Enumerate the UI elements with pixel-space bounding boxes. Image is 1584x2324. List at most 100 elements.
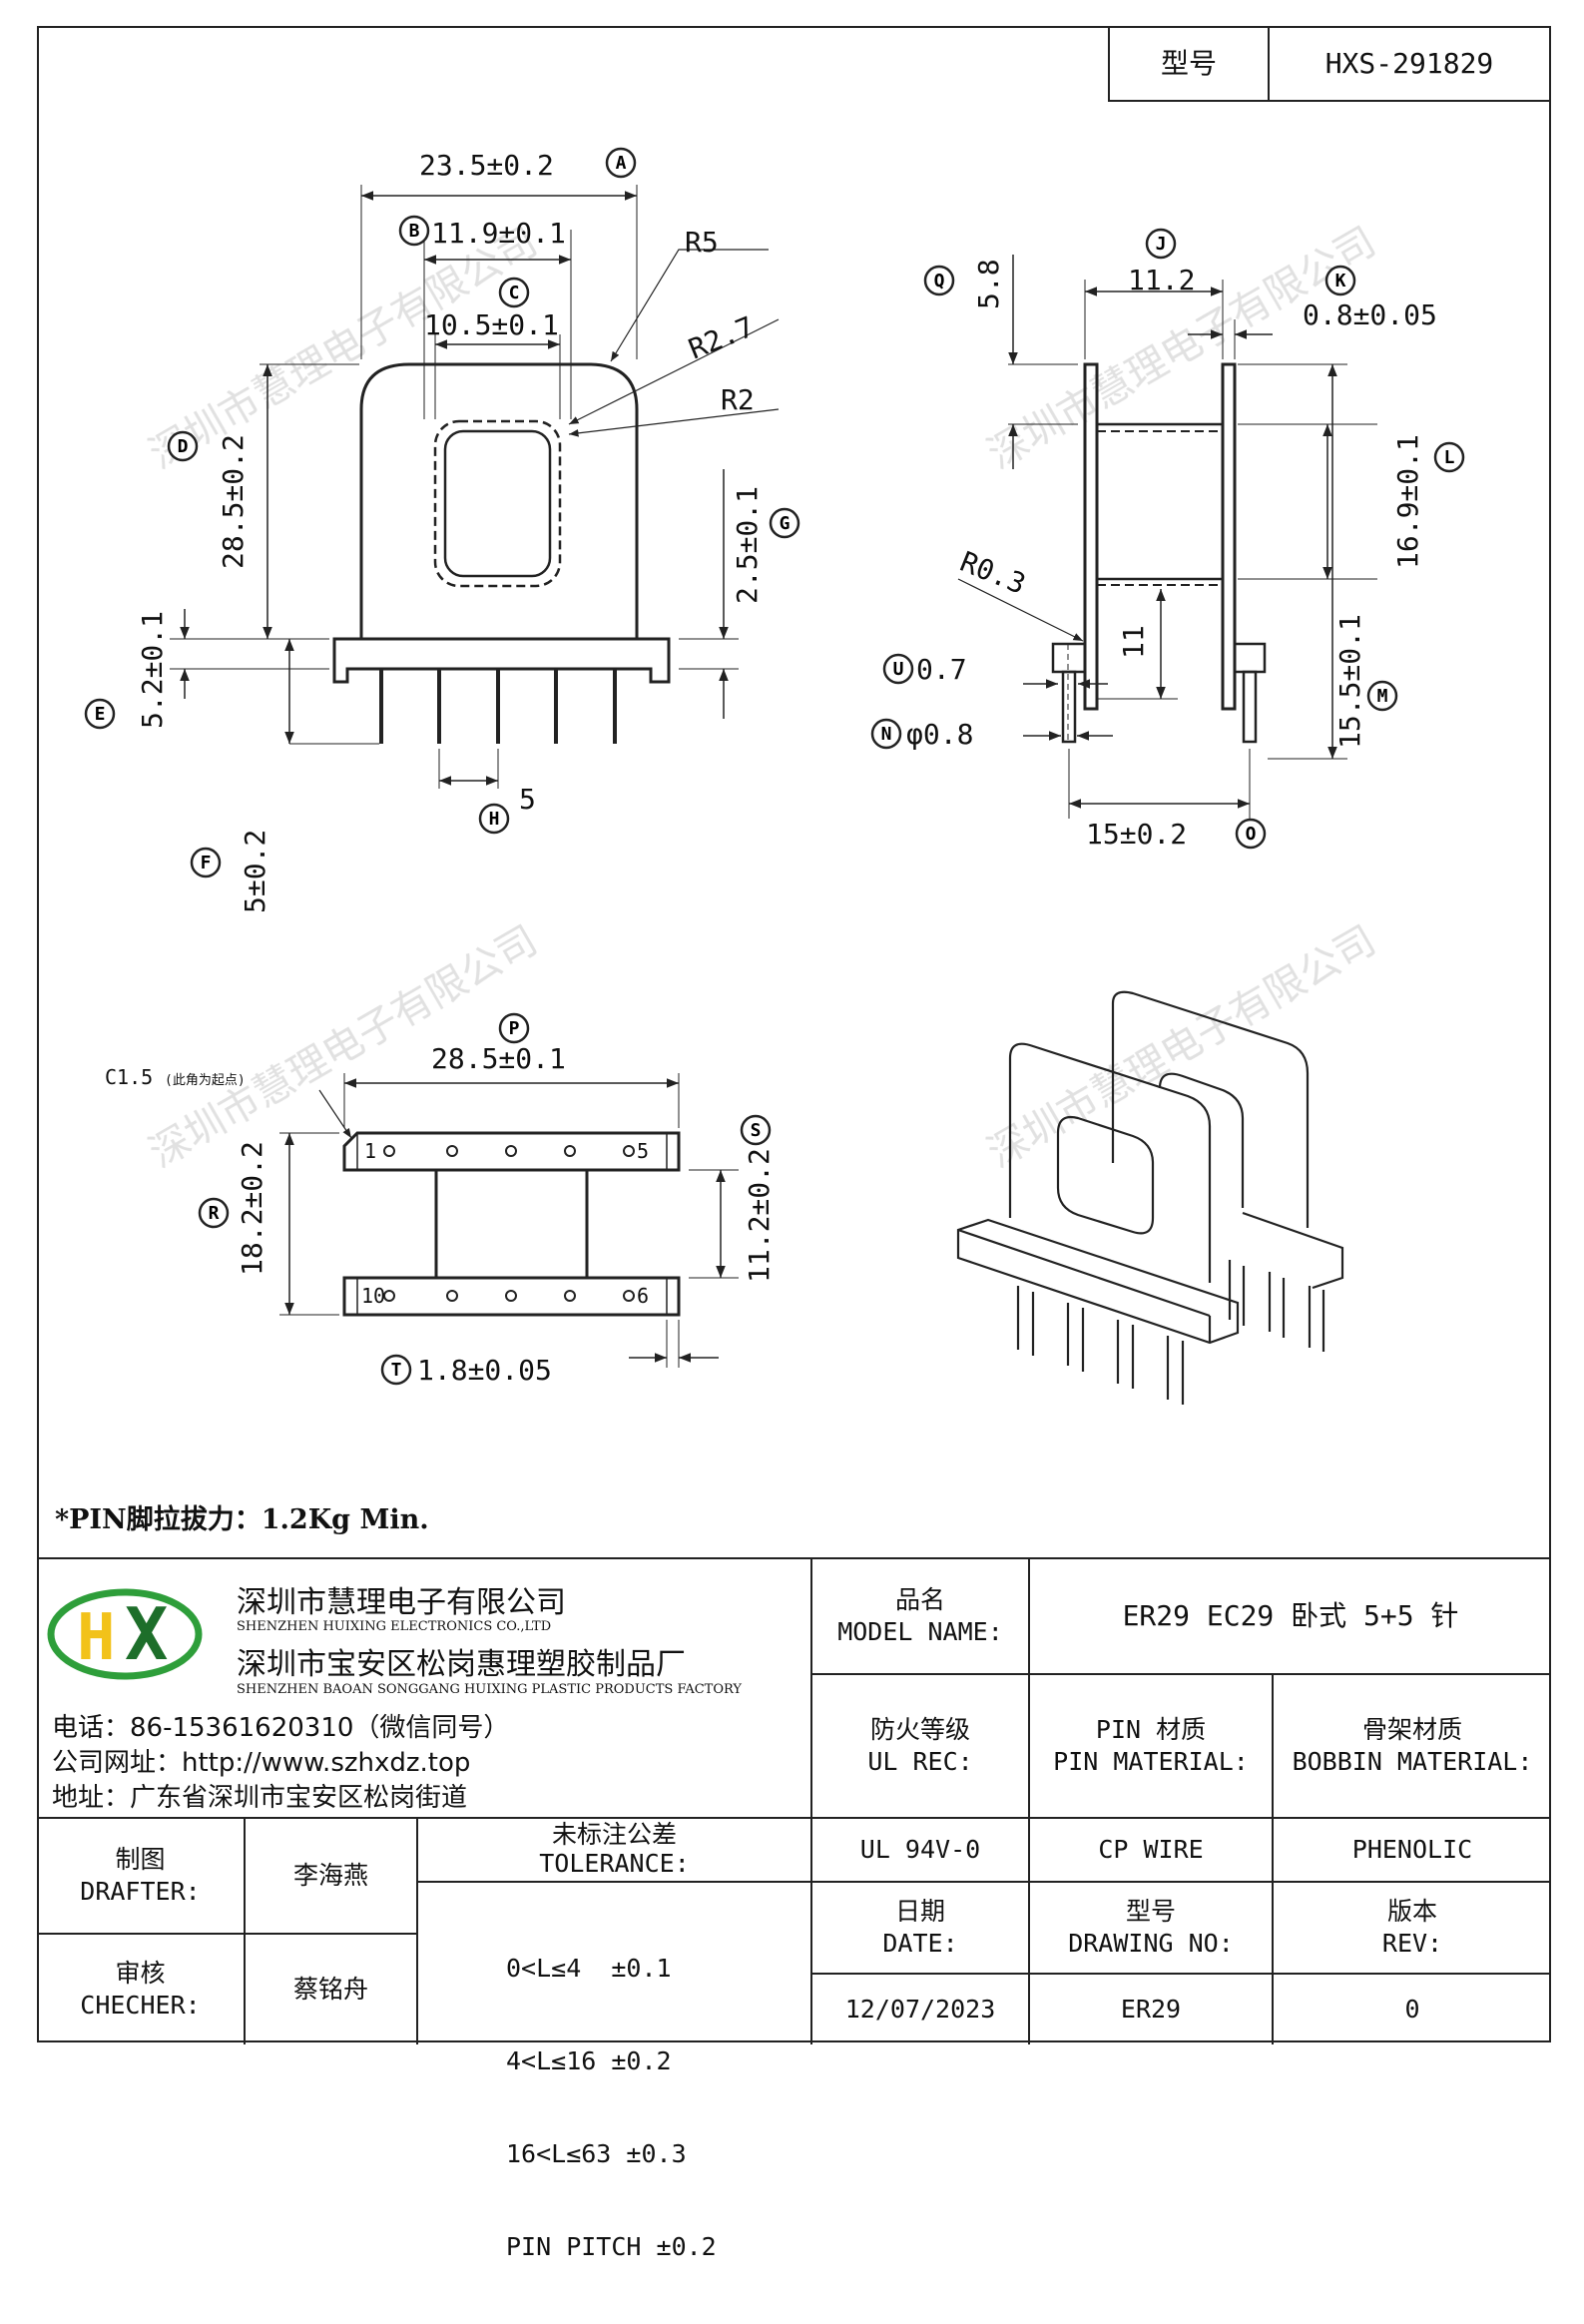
company-name-en: SHENZHEN HUIXING ELECTRONICS CO.,LTD	[237, 1619, 552, 1634]
pin-5-label: 5	[637, 1139, 649, 1163]
dim-j: 11.2	[1128, 264, 1195, 296]
dim-a: 23.5±0.2	[419, 149, 554, 182]
dim-p: 28.5±0.1	[431, 1042, 566, 1075]
pin-material-label-en: PIN MATERIAL:	[1053, 1747, 1249, 1776]
drafter-label: 制图 DRAFTER:	[37, 1819, 244, 1933]
tag-u: U	[893, 659, 904, 680]
tag-k: K	[1335, 271, 1346, 291]
bobbin-material-label: 骨架材质 BOBBIN MATERIAL:	[1274, 1675, 1551, 1817]
ul-value: UL 94V-0	[859, 1834, 981, 1864]
dim-e: 5.2±0.1	[136, 611, 169, 729]
watermark-2: 深圳市慧理电子有限公司	[980, 219, 1383, 478]
tolerance-line-2: 4<L≤16 ±0.2	[506, 2046, 672, 2075]
tolerance-line-4: PIN PITCH ±0.2	[506, 2232, 717, 2261]
model-name-label-en: MODEL NAME:	[837, 1617, 1003, 1646]
drafter-label-cn: 制图	[115, 1844, 166, 1874]
checker-label: 审核 CHECHER:	[37, 1935, 244, 2044]
tag-o: O	[1246, 824, 1257, 845]
tolerance-label-en: TOLERANCE:	[539, 1849, 690, 1878]
dim-t: 1.8±0.05	[417, 1354, 552, 1387]
drafter-value: 李海燕	[292, 1860, 368, 1890]
tag-d: D	[178, 436, 189, 457]
dim-11: 11	[1117, 625, 1150, 659]
ul-label-cn: 防火等级	[869, 1714, 970, 1744]
model-name-label: 品名 MODEL NAME:	[812, 1559, 1028, 1673]
tag-l: L	[1444, 447, 1455, 468]
company-phone: 电话：86-15361620310（微信同号）	[52, 1713, 510, 1743]
model-box-value: HXS-291829	[1324, 46, 1494, 80]
rev-label-en: REV:	[1381, 1929, 1443, 1958]
r03-label: R0.3	[955, 545, 1030, 601]
drawing-no-value: ER29	[1120, 1994, 1182, 2024]
tag-m: M	[1377, 686, 1388, 707]
dim-u: 0.7	[916, 653, 967, 686]
tag-h: H	[489, 809, 500, 830]
drafter-label-en: DRAFTER:	[80, 1877, 201, 1906]
pin-1-label: 1	[364, 1139, 376, 1163]
model-box: 型号 HXS-291829	[1108, 26, 1551, 102]
isometric-view	[956, 990, 1344, 1405]
tag-c: C	[509, 283, 520, 303]
rev-label: 版本 REV:	[1274, 1883, 1551, 1973]
bobbin-material-value: PHENOLIC	[1351, 1834, 1473, 1864]
dim-g: 2.5±0.1	[731, 486, 764, 604]
pin-material-value: CP WIRE	[1098, 1834, 1204, 1864]
tag-r: R	[209, 1203, 220, 1224]
dim-o: 15±0.2	[1086, 818, 1187, 851]
company-name-cn: 深圳市慧理电子有限公司	[237, 1585, 566, 1620]
tolerance-label: 未标注公差 TOLERANCE:	[418, 1819, 810, 1881]
tag-s: S	[751, 1120, 762, 1141]
front-view	[170, 185, 780, 789]
tag-j: J	[1156, 234, 1167, 255]
dim-h: 5	[519, 783, 536, 816]
tag-q: Q	[934, 271, 945, 291]
tolerance-label-cn: 未标注公差	[551, 1820, 677, 1850]
dim-f: 5±0.2	[239, 830, 271, 913]
rev-value: 0	[1404, 1994, 1420, 2024]
bobbin-material-label-en: BOBBIN MATERIAL:	[1292, 1747, 1533, 1776]
bottom-view	[279, 1073, 739, 1368]
pin-10-label: 10	[361, 1284, 385, 1308]
dim-l: 16.9±0.1	[1391, 434, 1424, 569]
model-name-label-cn: 品名	[894, 1584, 945, 1614]
date-label-en: DATE:	[882, 1929, 958, 1958]
watermarks: 深圳市慧理电子有限公司 深圳市慧理电子有限公司 深圳市慧理电子有限公司 深圳市慧…	[142, 219, 1383, 1177]
tag-t: T	[391, 1360, 402, 1381]
tag-b: B	[409, 221, 420, 242]
dim-c: 10.5±0.1	[424, 308, 559, 341]
dim-k: 0.8±0.05	[1303, 298, 1437, 331]
engineering-drawing: 深圳市慧理电子有限公司 深圳市慧理电子有限公司 深圳市慧理电子有限公司 深圳市慧…	[84, 147, 1465, 1405]
factory-name-en: SHENZHEN BAOAN SONGGANG HUIXING PLASTIC …	[237, 1682, 742, 1697]
pin-material-label: PIN 材质 PIN MATERIAL:	[1030, 1675, 1272, 1817]
side-view	[957, 255, 1377, 819]
date-value: 12/07/2023	[844, 1994, 996, 2024]
bobbin-material-label-cn: 骨架材质	[1361, 1714, 1462, 1744]
tag-n: N	[881, 724, 892, 745]
checker-value: 蔡铭舟	[292, 1974, 368, 2004]
tag-g: G	[780, 513, 791, 534]
rev-label-cn: 版本	[1386, 1896, 1437, 1926]
tag-circles: A B C D G E F H J Q K L M U N O P R S T	[84, 147, 1465, 1386]
company-address: 地址：广东省深圳市宝安区松岗街道	[52, 1783, 468, 1813]
dim-q: 5.8	[972, 259, 1005, 309]
ul-label-en: UL REC:	[867, 1747, 973, 1776]
logo-x-letter: X	[125, 1592, 168, 1676]
tolerance-line-1: 0<L≤4 ±0.1	[506, 1954, 672, 1983]
checker-label-cn: 审核	[115, 1958, 166, 1988]
pin-6-label: 6	[637, 1284, 649, 1308]
dim-b: 11.9±0.1	[431, 217, 566, 250]
tag-p: P	[509, 1018, 520, 1039]
dim-m: 15.5±0.1	[1333, 614, 1366, 749]
dim-s: 11.2±0.2	[743, 1148, 776, 1283]
r2-label: R2	[721, 383, 755, 416]
pin-material-label-cn: PIN 材质	[1095, 1714, 1207, 1744]
company-logo: H X	[47, 1579, 207, 1689]
date-label-cn: 日期	[894, 1896, 945, 1926]
model-box-label: 型号	[1110, 28, 1270, 100]
tag-a: A	[616, 153, 627, 174]
title-block: H X 深圳市慧理电子有限公司 SHENZHEN HUIXING ELECTRO…	[37, 1557, 1551, 2261]
tag-e: E	[95, 704, 106, 725]
tag-f: F	[201, 853, 212, 873]
pin-pull-note: *PIN脚拉拔力：1.2Kg Min.	[55, 1504, 429, 1535]
drawing-no-label-cn: 型号	[1125, 1896, 1176, 1926]
